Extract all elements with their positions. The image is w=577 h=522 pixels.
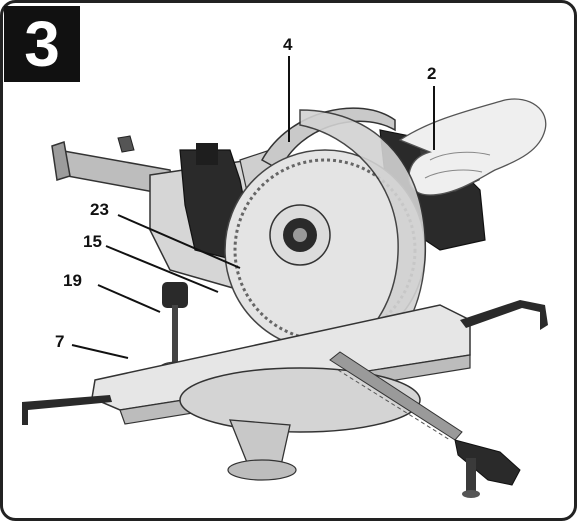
hand-illustration — [398, 98, 547, 196]
callout-19: 19 — [63, 271, 82, 290]
blade-assembly — [224, 109, 427, 361]
step-number: 3 — [24, 8, 60, 80]
base-and-turntable — [91, 304, 471, 481]
callout-23: 23 — [90, 200, 109, 219]
leader-7 — [71, 344, 129, 359]
step-number-badge: 3 — [4, 6, 80, 82]
callout-4: 4 — [283, 35, 293, 54]
callout-15: 15 — [83, 232, 102, 251]
leader-15 — [105, 245, 219, 293]
leader-23 — [117, 214, 241, 269]
callout-2: 2 — [427, 64, 437, 83]
callout-7: 7 — [55, 332, 65, 351]
extension-bars — [22, 300, 548, 425]
leader-19 — [97, 284, 161, 313]
leader-lines — [71, 56, 435, 359]
turntable-lock-handle — [454, 439, 521, 498]
